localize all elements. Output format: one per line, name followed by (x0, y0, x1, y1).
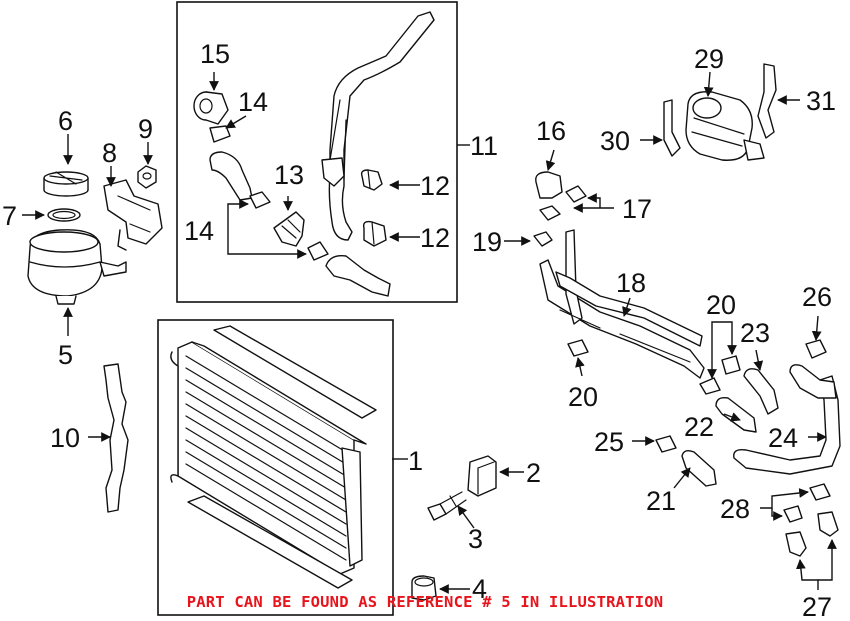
callout-11: 11 (470, 131, 498, 161)
upper-hose-assembly (321, 11, 435, 241)
bolt (427, 491, 467, 521)
pump-bracket-30 (663, 99, 681, 157)
callout-29: 29 (694, 44, 724, 74)
hose-clamp-14-b (307, 241, 329, 261)
reservoir-bracket (103, 179, 163, 251)
hose-clamp-17-a (565, 185, 587, 203)
upper-right-hose (789, 364, 837, 399)
callout-labels: 1 2 3 4 5 6 7 8 9 10 11 12 12 13 14 14 1… (2, 39, 836, 621)
callout-14a: 14 (238, 87, 268, 117)
callout-7: 7 (2, 201, 17, 231)
callout-25: 25 (594, 427, 624, 457)
callout-12a: 12 (420, 171, 450, 201)
coolant-pipe-assembly (539, 229, 705, 379)
callout-16: 16 (536, 116, 566, 146)
auxiliary-water-pump (685, 91, 765, 161)
coolant-reservoir (27, 229, 127, 305)
callout-21: 21 (646, 486, 676, 516)
callout-3: 3 (468, 524, 483, 554)
hose-23 (743, 368, 779, 415)
callout-17: 17 (622, 194, 652, 224)
radiator (170, 325, 377, 589)
callout-4: 4 (472, 574, 487, 604)
hose-21 (681, 449, 717, 487)
callout-20a: 20 (568, 382, 598, 412)
reservoir-cap (43, 171, 89, 197)
hose-clamp-14-a (249, 191, 271, 209)
hose-elbow (535, 171, 563, 199)
callout-15: 15 (200, 39, 230, 69)
leader-lines (22, 71, 837, 594)
hose-22 (715, 396, 757, 433)
callout-1: 1 (408, 446, 423, 476)
hose-clamp-17-b (539, 205, 561, 221)
callout-14b: 14 (184, 216, 214, 246)
callout-24: 24 (768, 423, 798, 453)
callout-19: 19 (472, 227, 502, 257)
hose-clamp-26 (805, 339, 827, 359)
hose-fitting-27-b (817, 511, 839, 537)
thermostat-housing (193, 91, 229, 125)
callout-12b: 12 (420, 223, 450, 253)
hose-clamp-20-c (721, 355, 741, 375)
bypass-hose (209, 151, 253, 201)
callout-8: 8 (102, 138, 117, 168)
hose-clamp-28-b (783, 505, 803, 523)
mount-bushing (467, 455, 497, 497)
callout-5: 5 (58, 340, 73, 370)
callout-6: 6 (58, 106, 73, 136)
hose-group-box (176, 1, 458, 303)
nut (137, 165, 157, 189)
callout-2: 2 (526, 458, 541, 488)
callout-31: 31 (806, 86, 836, 116)
radiator-group-box (157, 319, 394, 616)
callout-26: 26 (802, 282, 832, 312)
hose-clip-12-a (360, 169, 383, 191)
air-guide-seal (103, 363, 129, 513)
callout-18: 18 (616, 268, 646, 298)
callout-28: 28 (720, 494, 750, 524)
callout-22: 22 (684, 412, 714, 442)
callout-10: 10 (50, 423, 80, 453)
callout-9: 9 (138, 114, 153, 144)
radiator-mount (411, 575, 437, 601)
pump-bracket-31 (757, 63, 777, 139)
hose-fitting-27-a (785, 531, 807, 557)
hose-clip-12-b (362, 220, 387, 247)
lower-box-hose (325, 255, 391, 297)
hose-clamp-28-a (809, 483, 831, 501)
hose-clamp-20-b (699, 377, 721, 395)
hose-clamp-upper (209, 125, 231, 143)
callout-20b: 20 (706, 290, 736, 320)
reference-note: PART CAN BE FOUND AS REFERENCE # 5 IN IL… (186, 593, 664, 611)
hose-connector (273, 211, 305, 247)
hose-clamp-19 (533, 231, 553, 247)
callout-27: 27 (802, 592, 832, 621)
hose-clamp-20-a (567, 339, 589, 357)
callout-30: 30 (600, 126, 630, 156)
callout-23: 23 (740, 318, 770, 348)
hose-clamp-25 (655, 435, 677, 453)
callout-13: 13 (274, 160, 304, 190)
